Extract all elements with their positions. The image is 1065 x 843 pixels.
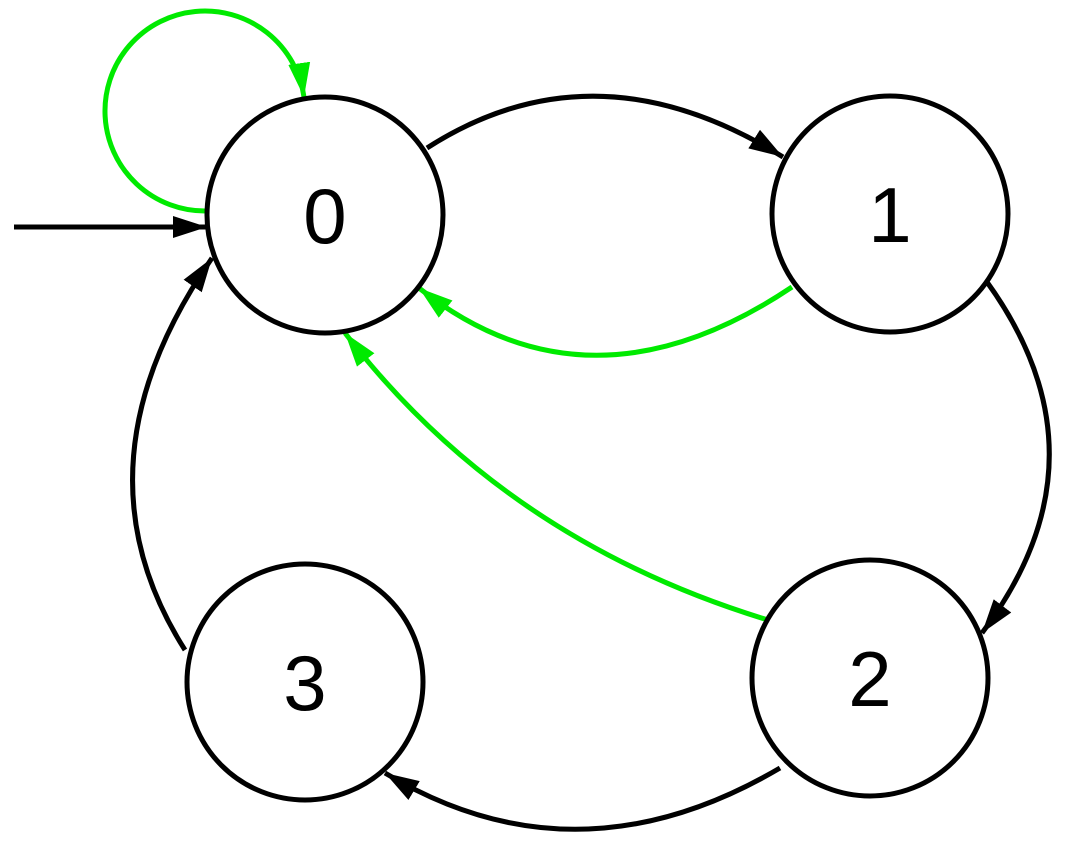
state-1-label: 1	[868, 171, 911, 259]
edge-2-to-0	[343, 331, 769, 623]
edge-2-to-3	[383, 765, 782, 832]
edge-1-to-0	[417, 284, 794, 358]
state-2-label: 2	[848, 635, 891, 723]
edge-1-to-2	[980, 280, 1052, 635]
state-2-circle	[749, 557, 991, 799]
state-0-circle	[204, 94, 446, 336]
state-3-label: 3	[283, 639, 326, 727]
state-node-2: 2	[749, 557, 991, 799]
state-node-0: 0	[204, 94, 446, 336]
state-node-1: 1	[769, 93, 1011, 335]
edge-0-to-1	[425, 93, 785, 160]
edge-0-self-loop	[102, 8, 311, 214]
state-3-circle	[184, 561, 426, 803]
edge-3-to-0	[130, 256, 215, 652]
state-0-label: 0	[303, 172, 346, 260]
state-node-3: 3	[184, 561, 426, 803]
state-1-circle	[769, 93, 1011, 335]
